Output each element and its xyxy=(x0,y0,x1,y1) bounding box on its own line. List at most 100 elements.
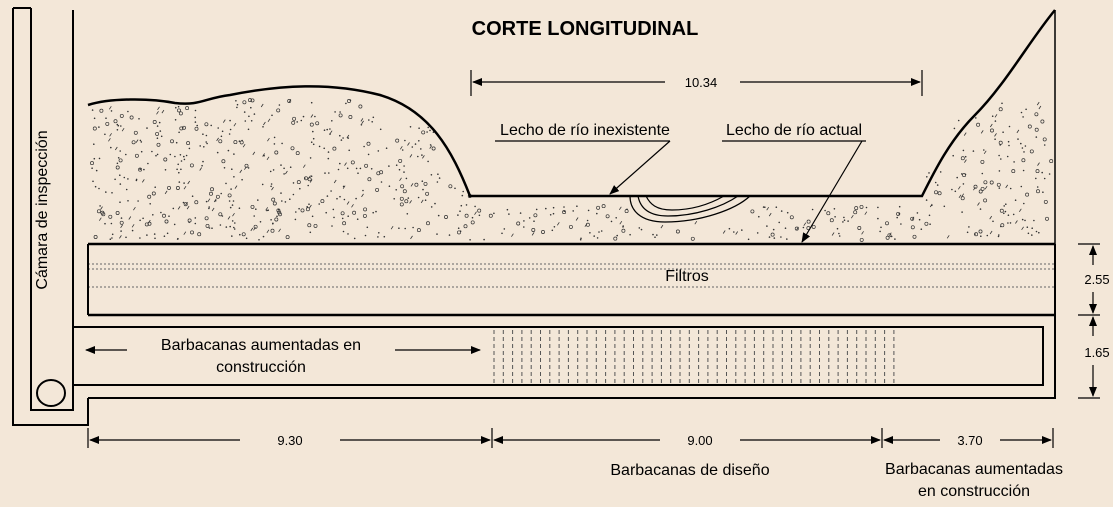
soil-speck xyxy=(229,128,232,131)
soil-speck xyxy=(241,232,246,237)
soil-speck xyxy=(189,163,194,168)
soil-speck xyxy=(312,130,314,133)
nonexistent-riverbed-label: Lecho de río inexistente xyxy=(500,122,670,139)
soil-speck xyxy=(1036,186,1039,188)
soil-speck xyxy=(255,208,257,210)
soil-speck xyxy=(239,140,244,145)
soil-speck xyxy=(182,201,185,204)
soil-speck xyxy=(427,160,429,163)
soil-speck xyxy=(117,124,120,127)
soil-speck xyxy=(169,153,172,156)
soil-speck xyxy=(216,151,219,154)
soil-speck xyxy=(99,205,101,207)
soil-speck xyxy=(262,126,264,128)
soil-speck xyxy=(344,162,347,166)
soil-speck xyxy=(261,183,264,186)
soil-speck xyxy=(690,236,695,241)
soil-speck xyxy=(353,237,356,240)
soil-speck xyxy=(772,228,775,231)
soil-speck xyxy=(998,140,1003,145)
soil-speck xyxy=(277,210,282,215)
soil-speck xyxy=(156,137,159,139)
soil-speck xyxy=(120,217,123,219)
soil-speck xyxy=(304,177,306,179)
soil-speck xyxy=(105,117,107,119)
soil-speck xyxy=(836,227,839,230)
soil-speck xyxy=(1009,222,1012,224)
soil-speck xyxy=(802,226,805,229)
soil-speck xyxy=(204,216,209,221)
soil-speck xyxy=(741,229,743,231)
soil-speck xyxy=(331,225,333,227)
soil-speck xyxy=(332,208,335,211)
soil-speck xyxy=(327,151,330,153)
soil-speck xyxy=(429,129,431,132)
soil-speck xyxy=(395,138,400,143)
soil-speck xyxy=(222,119,226,123)
soil-speck xyxy=(360,124,363,126)
soil-speck xyxy=(1043,199,1048,204)
soil-speck xyxy=(399,146,403,150)
soil-speck xyxy=(214,200,217,202)
soil-speck xyxy=(163,235,166,237)
soil-speck xyxy=(675,229,680,234)
soil-speck xyxy=(232,212,235,217)
soil-speck xyxy=(766,206,770,211)
soil-speck xyxy=(380,181,383,183)
soil-speck xyxy=(811,208,814,211)
soil-speck xyxy=(833,208,836,210)
filter-height-dimension: 2.55 xyxy=(1084,272,1109,287)
soil-speck xyxy=(220,135,223,138)
soil-speck xyxy=(912,234,917,239)
soil-speck xyxy=(329,128,331,130)
soil-speck xyxy=(208,227,211,229)
soil-speck xyxy=(278,228,281,233)
soil-speck xyxy=(194,200,199,205)
soil-speck xyxy=(402,189,407,194)
soil-speck xyxy=(1043,177,1046,180)
soil-speck xyxy=(338,113,343,118)
soil-speck xyxy=(211,227,213,229)
soil-speck xyxy=(175,106,177,109)
soil-speck xyxy=(994,120,997,122)
soil-speck xyxy=(998,154,1000,157)
soil-speck xyxy=(326,128,329,131)
soil-speck xyxy=(962,149,965,152)
soil-speck xyxy=(173,223,176,226)
soil-speck xyxy=(194,109,197,112)
bottom-dimensions xyxy=(87,428,1054,448)
soil-speck xyxy=(326,195,329,197)
soil-speck xyxy=(1048,173,1051,175)
soil-speck xyxy=(1001,102,1003,105)
soil-speck xyxy=(427,126,430,129)
soil-speck xyxy=(417,155,419,158)
soil-speck xyxy=(407,197,410,199)
soil-speck xyxy=(229,225,231,228)
soil-speck xyxy=(357,172,359,174)
soil-speck xyxy=(203,146,205,148)
soil-speck xyxy=(252,151,256,156)
soil-speck xyxy=(140,141,143,143)
soil-speck xyxy=(962,173,967,178)
soil-speck xyxy=(185,201,188,206)
soil-speck xyxy=(253,227,256,231)
soil-speck xyxy=(998,187,1001,189)
soil-speck xyxy=(464,213,469,218)
soil-speck xyxy=(152,214,154,216)
soil-speck xyxy=(1025,192,1030,197)
soil-speck xyxy=(314,115,316,118)
soil-speck xyxy=(1007,214,1010,216)
soil-speck xyxy=(462,190,465,193)
soil-speck xyxy=(115,165,120,170)
soil-speck xyxy=(109,238,112,240)
soil-speck xyxy=(236,106,238,109)
soil-speck xyxy=(178,131,180,134)
soil-speck xyxy=(483,238,485,241)
soil-speck xyxy=(239,233,241,236)
soil-speck xyxy=(131,140,136,145)
soil-speck xyxy=(535,208,538,211)
soil-speck xyxy=(233,122,237,127)
soil-speck xyxy=(834,216,836,218)
soil-speck xyxy=(996,182,1001,187)
soil-speck xyxy=(780,236,782,238)
